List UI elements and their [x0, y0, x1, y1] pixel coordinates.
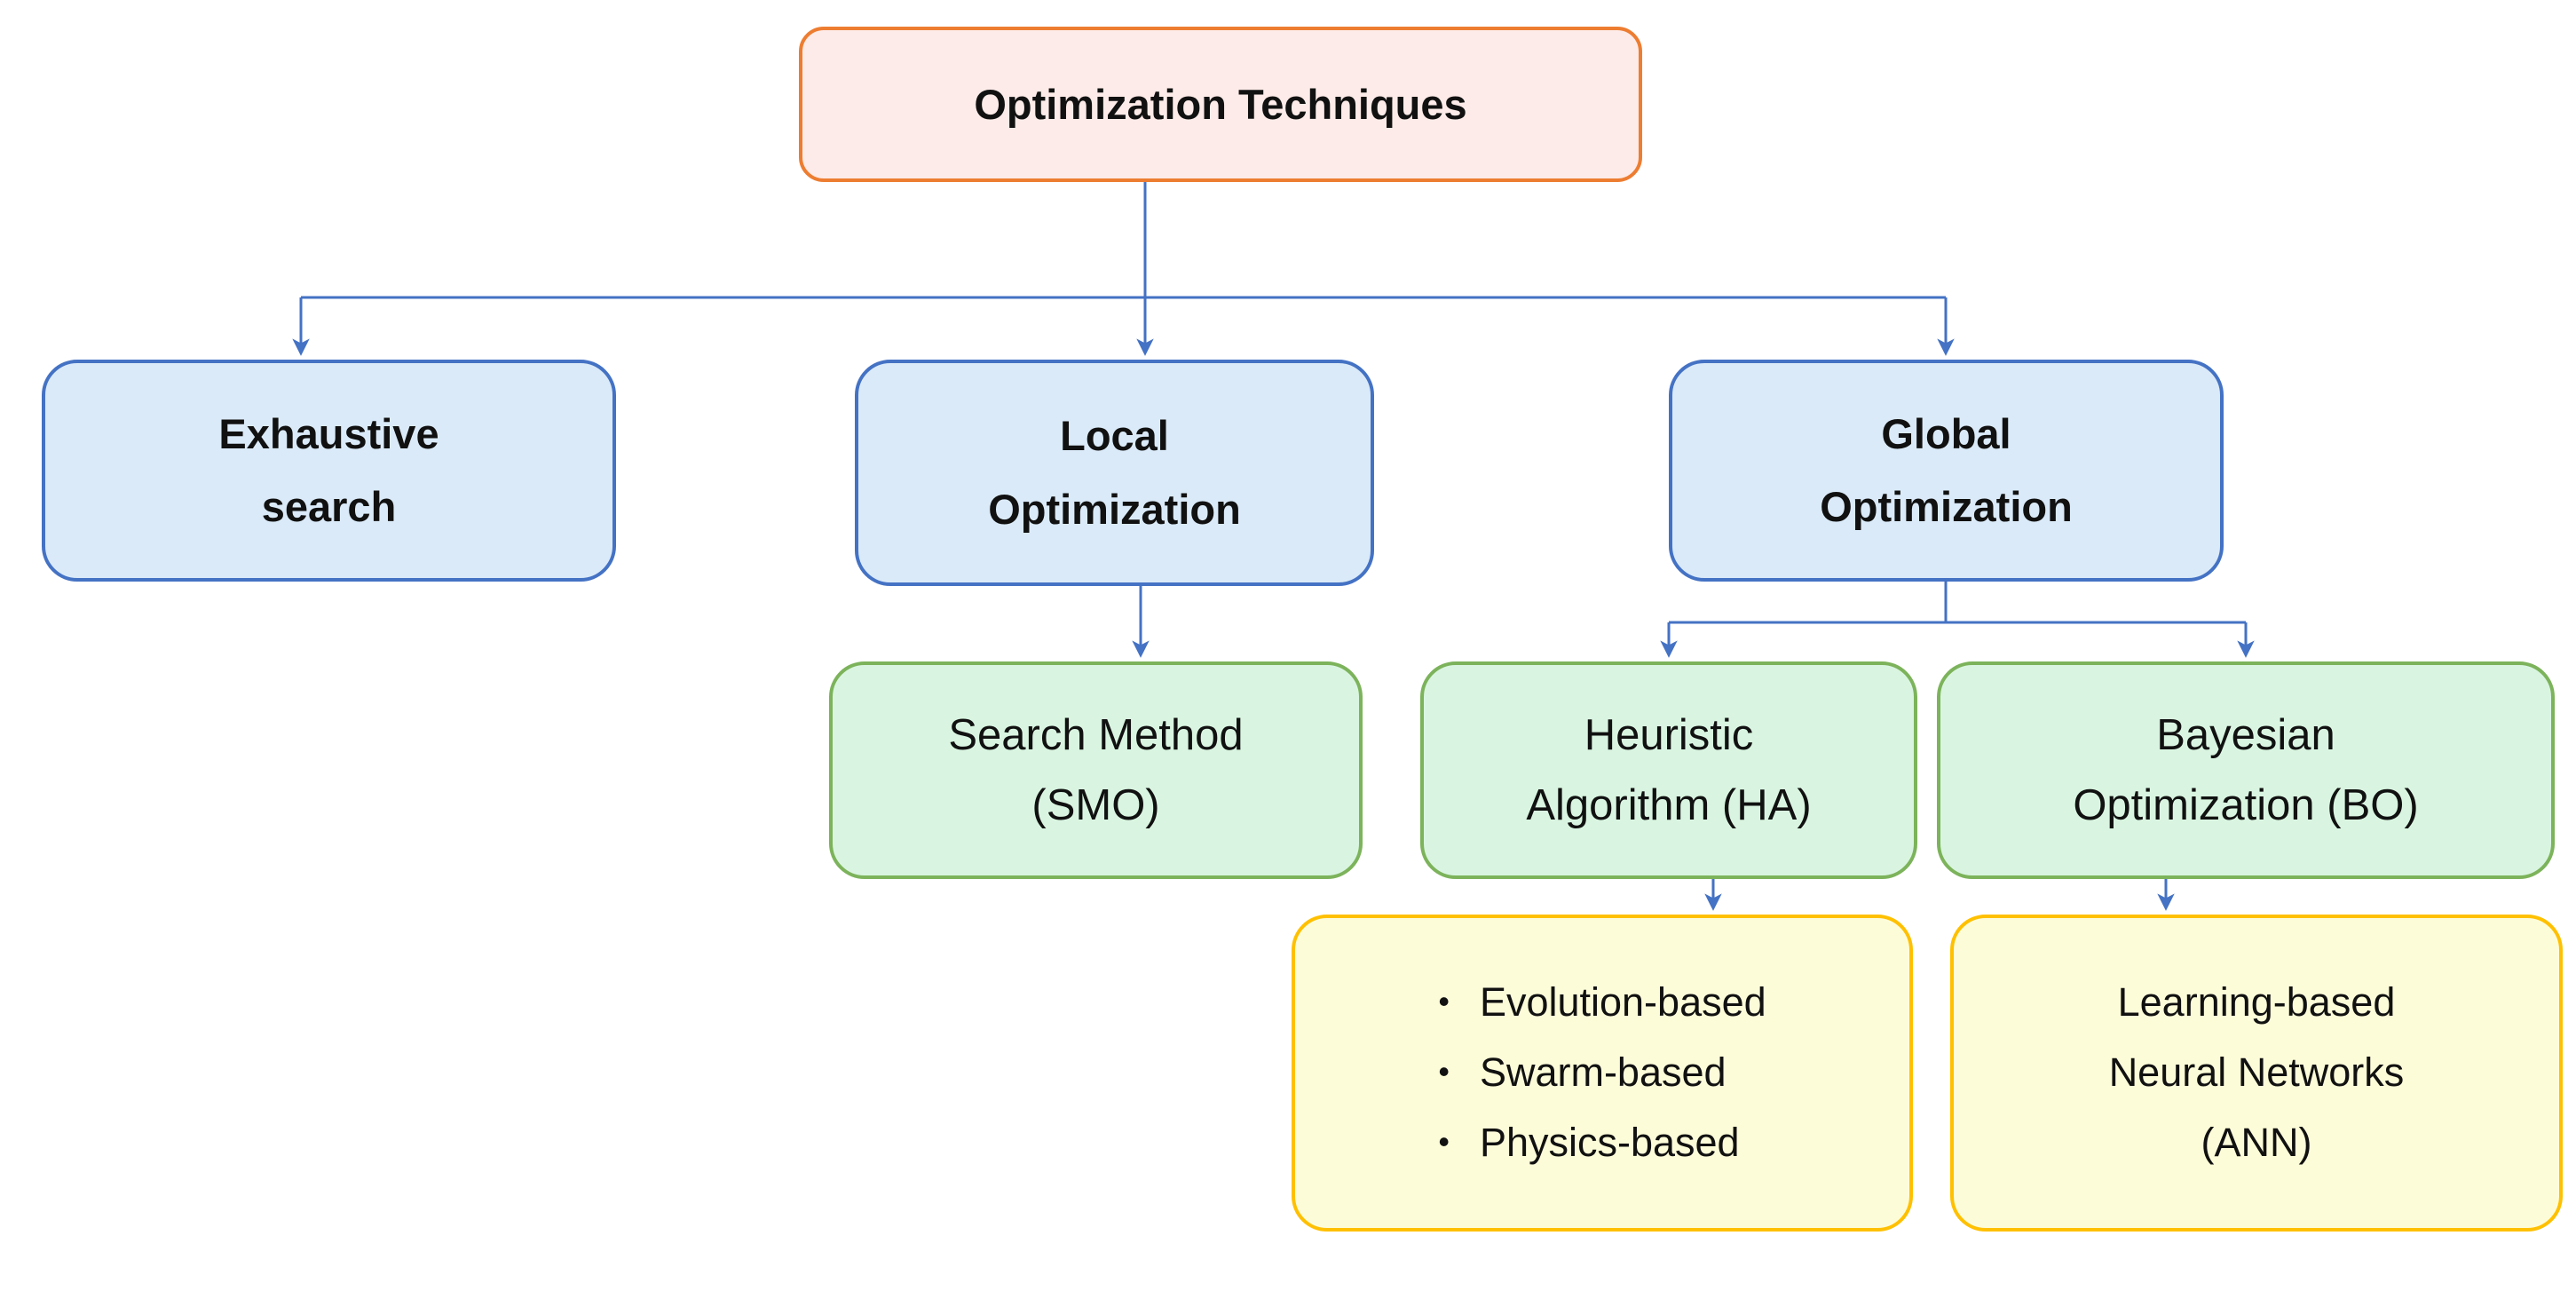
node-heuristic-algorithm-ha: Heuristic Algorithm (HA)	[1420, 661, 1917, 879]
list-item-label: Swarm-based	[1479, 1049, 1727, 1096]
node-label-line: (ANN)	[2201, 1119, 2312, 1165]
node-heuristic-methods-list: • Evolution-based • Swarm-based • Physic…	[1292, 915, 1913, 1232]
list-item: • Swarm-based	[1438, 1038, 1726, 1108]
node-exhaustive-search: Exhaustive search	[42, 360, 616, 582]
node-label-line: Learning-based	[2117, 979, 2396, 1026]
list-item-label: Evolution-based	[1479, 979, 1766, 1026]
node-learning-based-ann: Learning-based Neural Networks (ANN)	[1950, 915, 2563, 1232]
node-label: Optimization Techniques	[974, 81, 1467, 128]
node-label-line: Bayesian	[2156, 711, 2335, 760]
bullet-icon: •	[1438, 1053, 1450, 1090]
node-label-line: search	[261, 483, 397, 530]
node-global-optimization: Global Optimization	[1669, 360, 2224, 582]
node-label-line: (SMO)	[1031, 780, 1160, 829]
node-label-line: Optimization (BO)	[2073, 780, 2419, 829]
node-label-line: Neural Networks	[2108, 1049, 2405, 1096]
node-optimization-techniques: Optimization Techniques	[799, 27, 1642, 182]
list-item: • Physics-based	[1438, 1108, 1739, 1178]
node-label-line: Search Method	[948, 711, 1244, 760]
bullet-icon: •	[1438, 1122, 1450, 1160]
bullet-icon: •	[1438, 983, 1450, 1020]
list-item: • Evolution-based	[1438, 968, 1766, 1038]
node-label-line: Local	[1060, 412, 1169, 460]
node-label-line: Optimization	[988, 485, 1241, 533]
node-label-line: Global	[1881, 409, 2011, 457]
node-label-line: Optimization	[1820, 483, 2073, 530]
node-bayesian-optimization-bo: Bayesian Optimization (BO)	[1937, 661, 2555, 879]
bullet-list: • Evolution-based • Swarm-based • Physic…	[1438, 968, 1766, 1177]
node-search-method-smo: Search Method (SMO)	[829, 661, 1363, 879]
node-local-optimization: Local Optimization	[855, 360, 1374, 586]
node-label-line: Exhaustive	[218, 409, 439, 457]
list-item-label: Physics-based	[1479, 1119, 1740, 1165]
node-label-line: Heuristic	[1584, 711, 1754, 760]
node-label-line: Algorithm (HA)	[1526, 780, 1812, 829]
